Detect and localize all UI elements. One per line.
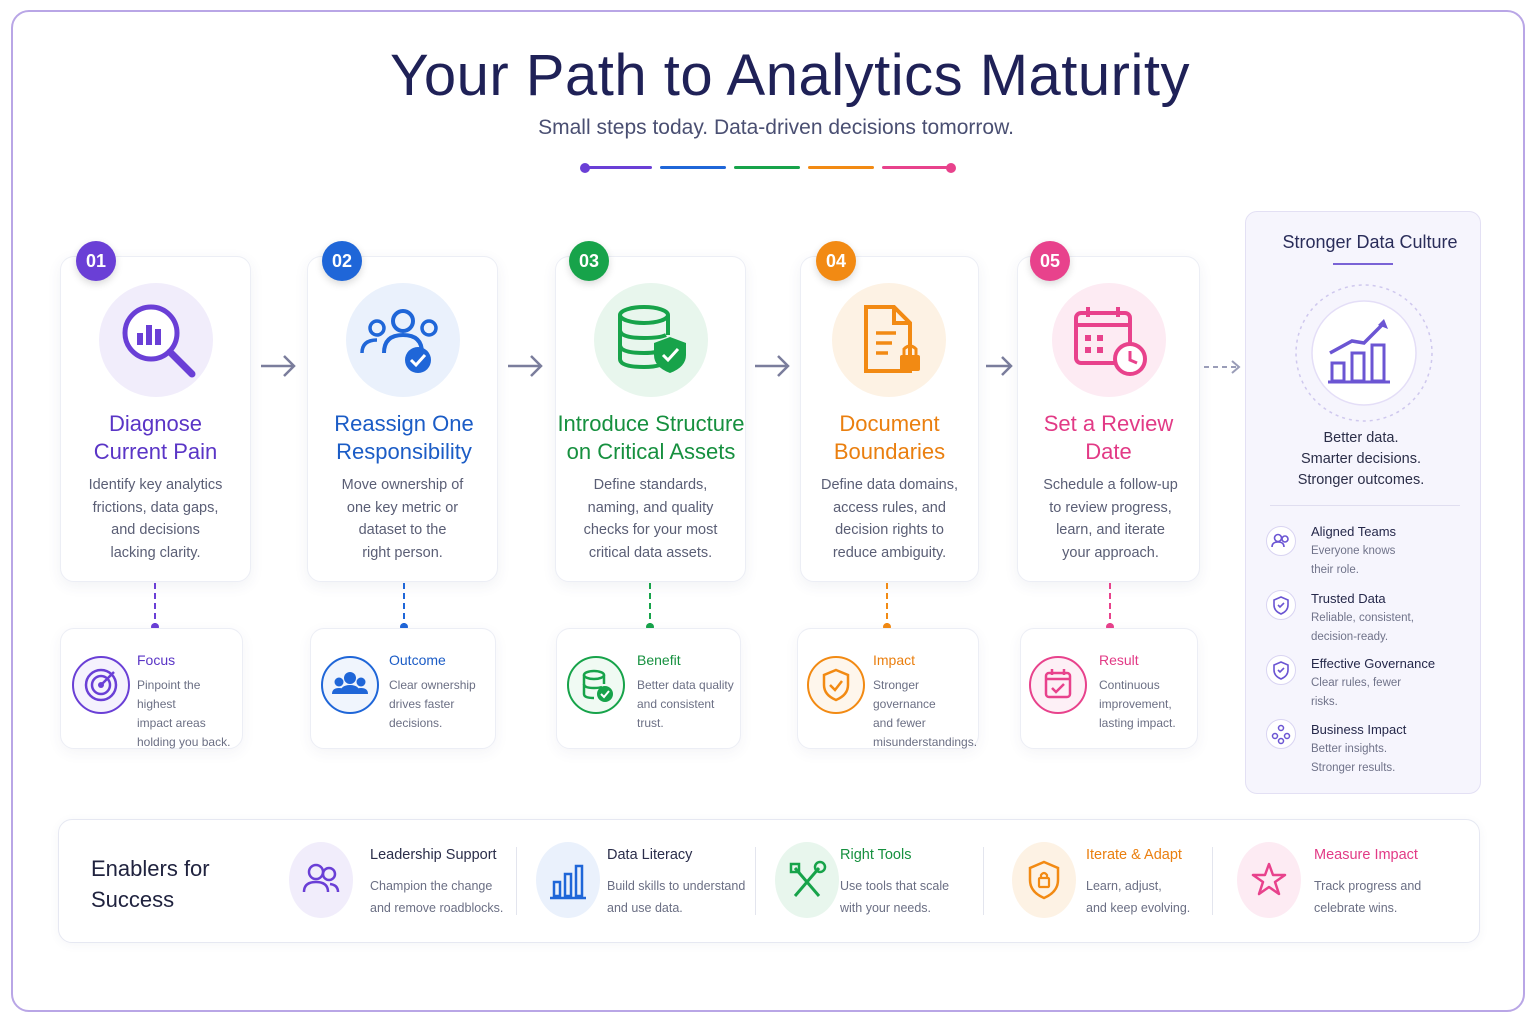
culture-item-title: Business Impact	[1311, 722, 1407, 737]
culture-underline	[1333, 263, 1393, 265]
target-icon	[72, 656, 130, 714]
team-check-icon	[346, 283, 460, 397]
shield-check-icon	[1266, 590, 1296, 620]
dashed-arrow-icon	[1204, 360, 1241, 374]
star-icon	[1237, 842, 1301, 918]
document-lock-icon	[832, 283, 946, 397]
culture-item-title: Aligned Teams	[1311, 524, 1397, 539]
database-check-icon	[567, 656, 625, 714]
connector-line	[649, 583, 651, 629]
connector-dot	[646, 623, 654, 631]
arrow-right-icon	[261, 355, 296, 377]
connector-dot	[1106, 623, 1114, 631]
sub-label: Outcome	[389, 652, 446, 668]
culture-item-title: Effective Governance	[1311, 656, 1436, 671]
culture-item-title: Trusted Data	[1311, 591, 1386, 606]
culture-item-desc: Reliable, consistent,decision-ready.	[1311, 612, 1414, 643]
sub-label: Result	[1099, 652, 1139, 668]
connector-line	[403, 583, 405, 629]
shield-check-icon	[1266, 655, 1296, 685]
team-icon	[1266, 526, 1296, 556]
enabler-title: Data Literacy	[607, 847, 693, 863]
connector-dot	[400, 623, 408, 631]
enabler-divider	[516, 847, 517, 915]
page-subtitle: Small steps today. Data-driven decisions…	[538, 116, 1014, 139]
growth-chart-icon	[1295, 284, 1433, 422]
page-title: Your Path to Analytics Maturity	[390, 43, 1190, 108]
connector-dot	[151, 623, 159, 631]
network-icon	[1266, 719, 1296, 749]
tools-icon	[775, 842, 839, 918]
sub-label: Impact	[873, 652, 916, 668]
enabler-divider	[755, 847, 756, 915]
bar-chart-icon	[536, 842, 600, 918]
connector-dot	[883, 623, 891, 631]
enabler-title: Measure Impact	[1314, 847, 1418, 863]
sub-label: Benefit	[637, 652, 681, 668]
step-number-badge: 03	[569, 241, 609, 281]
shield-check-icon	[807, 656, 865, 714]
calendar-clock-icon	[1052, 283, 1166, 397]
connector-line	[154, 583, 156, 629]
enabler-title: Leadership Support	[370, 847, 497, 863]
step-number-badge: 02	[322, 241, 362, 281]
culture-divider	[1270, 505, 1460, 506]
database-shield-icon	[594, 283, 708, 397]
people-icon	[321, 656, 379, 714]
step-number-badge: 05	[1030, 241, 1070, 281]
enabler-desc: Learn, adjust,and keep evolving.	[1086, 879, 1191, 915]
people-icon	[289, 842, 353, 918]
enabler-divider	[1212, 847, 1213, 915]
culture-title: Stronger Data Culture	[1282, 232, 1458, 252]
arrow-right-icon	[508, 355, 543, 377]
step-number-badge: 01	[76, 241, 116, 281]
sub-label: Focus	[137, 652, 176, 668]
connector-line	[1109, 583, 1111, 629]
color-divider	[580, 162, 960, 174]
culture-tagline: Better data.Smarter decisions.Stronger o…	[1297, 430, 1425, 488]
connector-line	[886, 583, 888, 629]
enabler-divider	[983, 847, 984, 915]
enabler-title: Iterate & Adapt	[1086, 847, 1182, 863]
arrow-right-icon	[755, 355, 790, 377]
calendar-check-icon	[1029, 656, 1087, 714]
enabler-title: Right Tools	[840, 847, 912, 863]
magnifier-chart-icon	[99, 283, 213, 397]
shield-lock-icon	[1012, 842, 1076, 918]
culture-item-desc: Better insights.Stronger results.	[1311, 743, 1396, 774]
step-number-badge: 04	[816, 241, 856, 281]
arrow-right-icon	[986, 356, 1013, 376]
